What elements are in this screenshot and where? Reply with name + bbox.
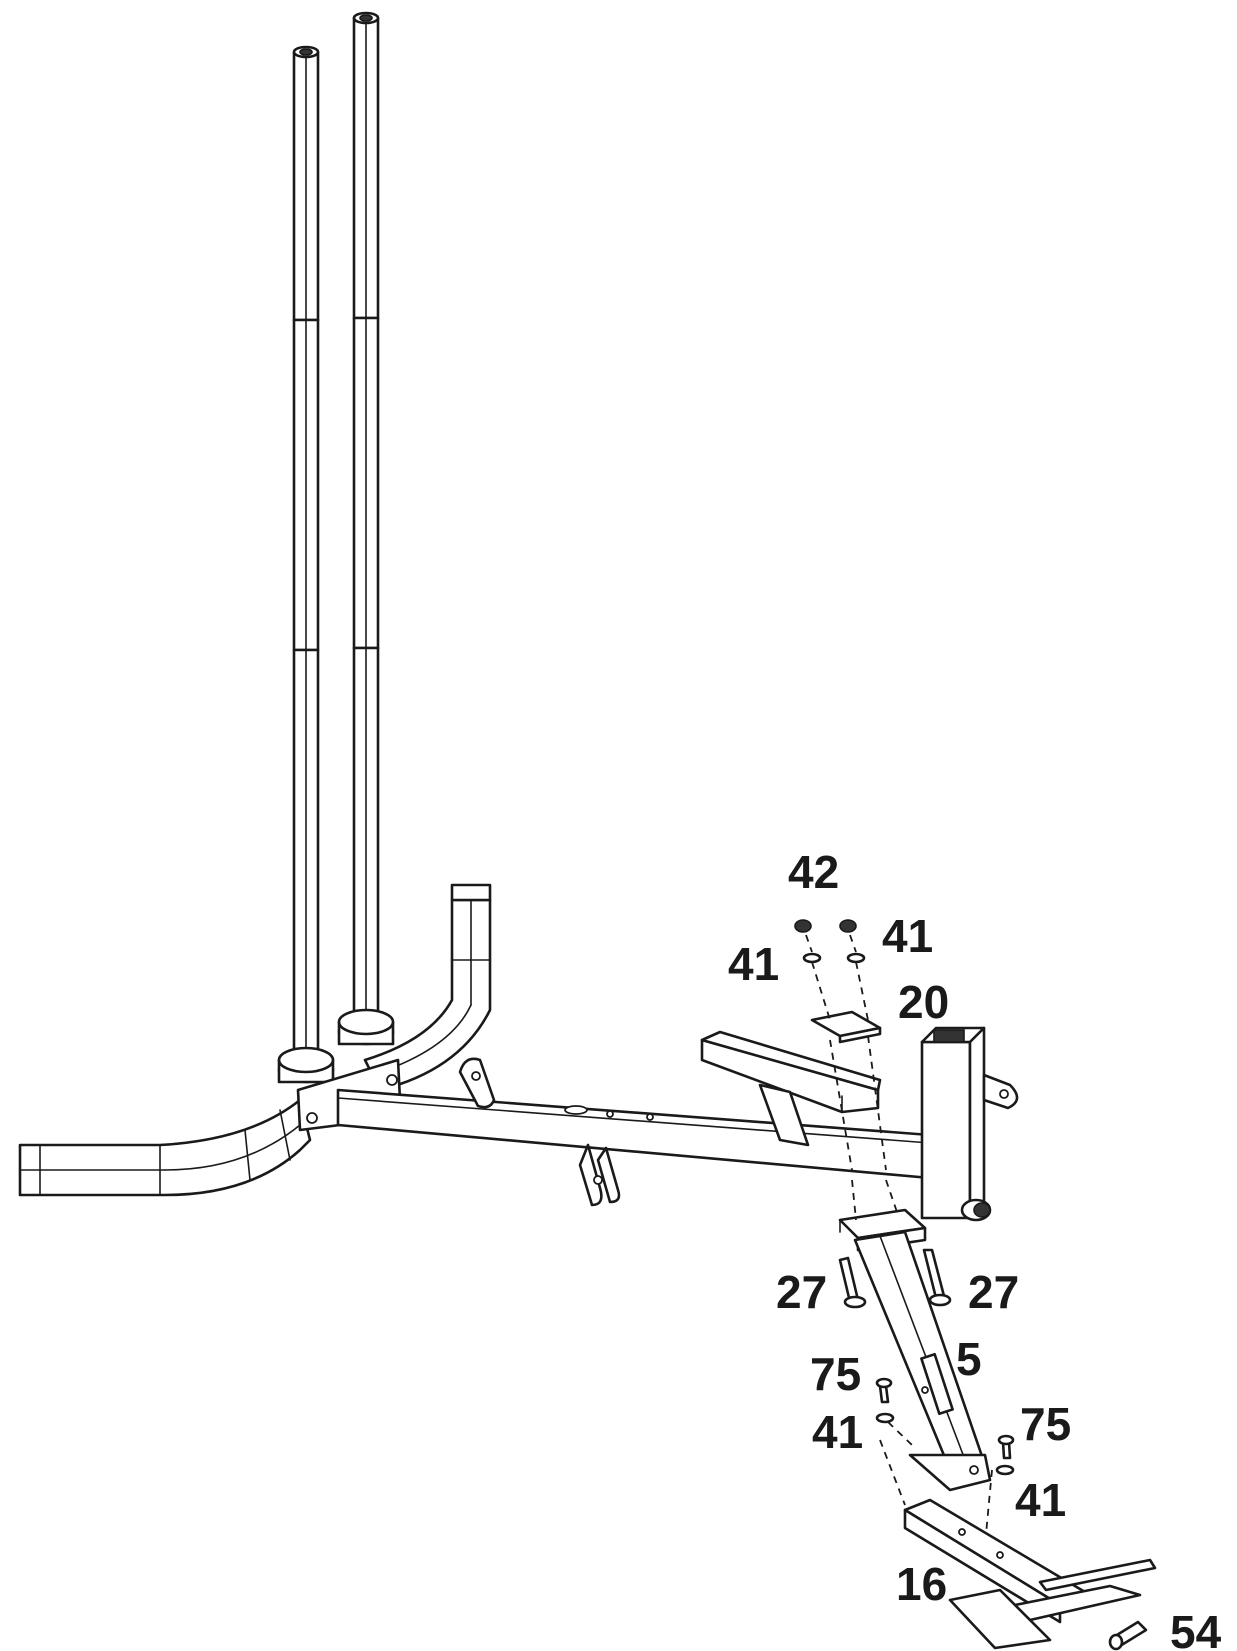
assembly-guide-lines [805, 934, 993, 1546]
bolt-27-right [922, 1248, 952, 1307]
callout-27-left: 27 [776, 1266, 827, 1318]
callout-54: 54 [1170, 1606, 1222, 1651]
base-frame-rear-arm [363, 883, 492, 1092]
callout-labels: 42 41 41 20 27 27 5 75 41 75 41 16 54 [728, 846, 1222, 1651]
front-upright [920, 1026, 1019, 1222]
post-collar-left [277, 1046, 335, 1084]
callout-5: 5 [956, 1333, 982, 1385]
base-frame-left-arm [18, 1098, 312, 1197]
weight-post-left [292, 45, 320, 1062]
cap-nut-42-right [839, 919, 857, 933]
callout-16: 16 [896, 1558, 947, 1610]
plate-20 [810, 1010, 882, 1044]
callout-75-right: 75 [1020, 1398, 1071, 1450]
beam-lug-top [458, 1057, 496, 1109]
washer-41-lower-right [995, 1464, 1015, 1476]
washer-41-lower-left [875, 1412, 895, 1424]
screw-75-left [875, 1377, 893, 1404]
callout-75-left: 75 [810, 1348, 861, 1400]
washer-41-right [846, 952, 866, 964]
bolt-27-left [838, 1256, 867, 1309]
callout-41-left-top: 41 [728, 938, 779, 990]
weight-post-right [352, 11, 380, 1020]
end-cap-54 [1108, 1620, 1148, 1651]
callout-41-lower-right: 41 [1015, 1474, 1066, 1526]
screw-75-right [997, 1434, 1015, 1460]
leg-tube-5 [853, 1230, 992, 1492]
beam-lug-bottom [578, 1143, 621, 1207]
callout-41-right-top: 41 [882, 910, 933, 962]
post-collar-right [337, 1008, 395, 1046]
cap-nut-42-left [794, 919, 812, 933]
callout-42: 42 [788, 846, 839, 898]
callout-20: 20 [898, 976, 949, 1028]
washer-41-left [802, 952, 822, 964]
callout-41-lower-left: 41 [812, 1406, 863, 1458]
callout-27-right: 27 [968, 1266, 1019, 1318]
seat-support-arm [700, 1030, 882, 1147]
foot-base-16 [903, 1498, 1157, 1650]
